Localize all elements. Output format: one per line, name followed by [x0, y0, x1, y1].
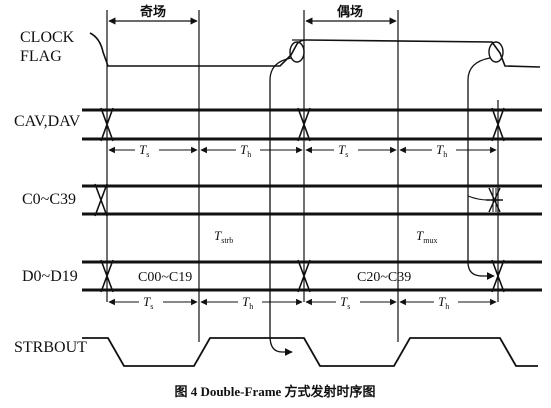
interval-th-1: Th [240, 142, 251, 159]
segment-c20-c39: C20~C39 [357, 270, 411, 285]
timing-reference-lines [106, 10, 499, 342]
odd-field-label: 奇场 [140, 4, 166, 19]
cav-dav-interval-labels: Ts Th Ts Th [135, 141, 456, 159]
interval-ts-1: Ts [139, 142, 149, 159]
clock-flag-waveform [89, 32, 541, 68]
interval-th-2: Th [436, 142, 447, 159]
clock-flag-transition-loops [289, 41, 504, 63]
c0-c39-bus [82, 183, 542, 217]
d0-d19-label: D0~D19 [22, 268, 78, 285]
figure-caption: 图 4 Double-Frame 方式发射时序图 [174, 384, 375, 399]
strobe-causal-arrow [269, 57, 293, 356]
strbout-waveform [82, 337, 538, 367]
interval-th-3: Th [242, 294, 253, 311]
interval-ts-2: Ts [338, 142, 348, 159]
clock-flag-label-line2: FLAG [20, 48, 62, 65]
interval-ts-3: Ts [143, 294, 153, 311]
interval-tstrb: Tstrb [214, 228, 233, 245]
d0-d19-bus [82, 259, 542, 293]
mux-causal-arrow [467, 57, 495, 280]
cav-dav-bus [82, 107, 542, 142]
cav-dav-label: CAV,DAV [14, 113, 81, 130]
d0-d19-segment-labels: C00~C19 C20~C39 [138, 270, 411, 285]
strbout-label: STRBOUT [14, 339, 87, 356]
c0-c39-label: C0~C39 [22, 191, 76, 208]
even-field-label: 偶场 [337, 4, 363, 19]
d0-d19-interval-labels: Ts Th Ts Th [139, 293, 458, 311]
segment-c00-c19: C00~C19 [138, 270, 192, 285]
interval-tmux: Tmux [416, 228, 437, 245]
interval-th-4: Th [438, 294, 449, 311]
interval-ts-4: Ts [340, 294, 350, 311]
clock-flag-label-line1: CLOCK [20, 29, 75, 46]
even-field-header: 偶场 [305, 4, 397, 25]
odd-field-header: 奇场 [108, 4, 198, 25]
